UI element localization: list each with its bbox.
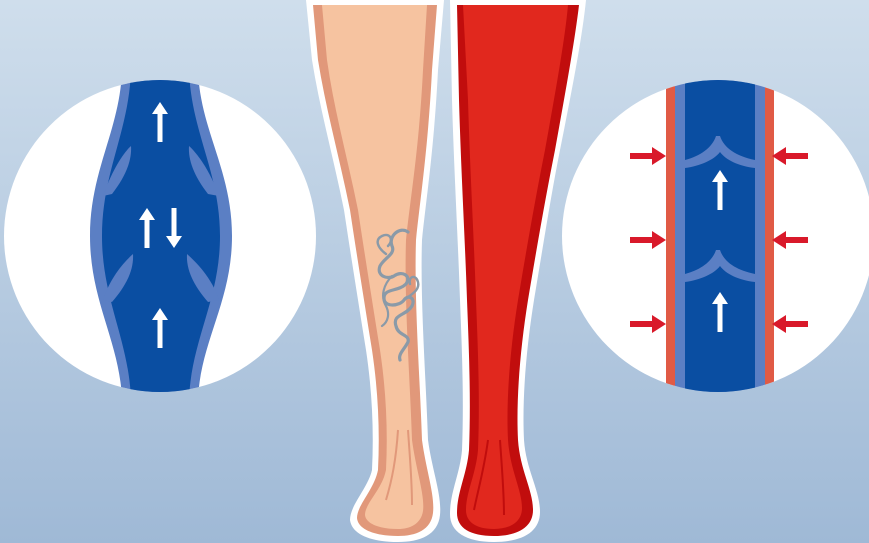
compression-wall-left <box>666 70 675 410</box>
compressed-vein-lumen <box>685 70 755 410</box>
